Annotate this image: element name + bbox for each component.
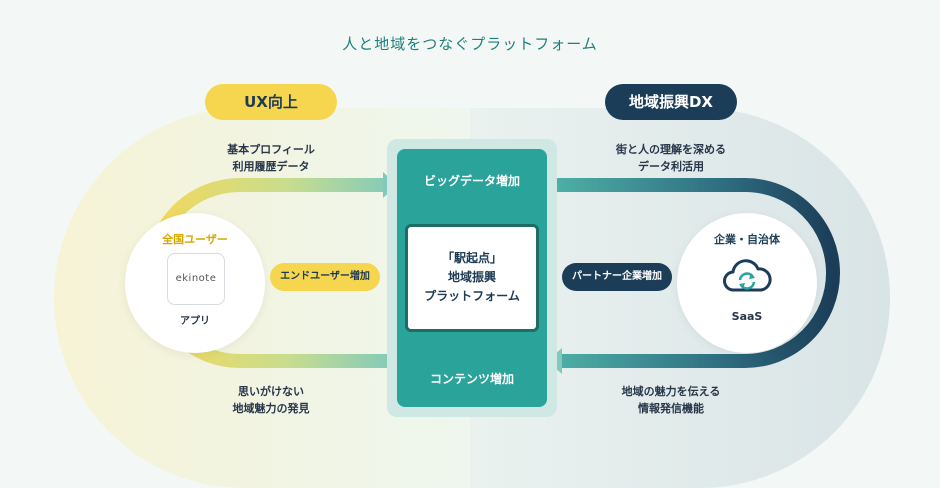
bottom-right-caption: 地域の魅力を伝える 情報発信機能 [596, 383, 746, 417]
partner-increase-tag: パートナー企業増加 [562, 263, 672, 291]
top-left-caption: 基本プロフィール 利用履歴データ [205, 141, 337, 175]
big-data-increase-label: ビッグデータ増加 [423, 174, 520, 188]
ekinote-app-logo: ekinote [167, 253, 225, 305]
end-user-increase-tag: エンドユーザー増加 [270, 263, 380, 291]
top-right-caption: 街と人の理解を深める データ利活用 [596, 141, 746, 175]
users-label: 全国ユーザー [162, 233, 228, 246]
cloud-sync-icon [721, 257, 773, 295]
caption-line: 思いがけない [238, 385, 304, 398]
platform-box: 「駅起点」 地域振興 プラットフォーム [405, 224, 539, 332]
caption-line: データ利活用 [638, 160, 704, 173]
caption-line: 基本プロフィール [227, 143, 315, 156]
app-caption: アプリ [180, 316, 210, 327]
page-title: 人と地域をつなぐプラットフォーム [342, 35, 598, 53]
bottom-left-caption: 思いがけない 地域魅力の発見 [205, 383, 337, 417]
partners-node: 企業・自治体 SaaS [677, 213, 817, 353]
ux-pill: UX向上 [205, 84, 337, 120]
dx-pill: 地域振興DX [605, 84, 737, 120]
caption-line: 街と人の理解を深める [616, 143, 726, 156]
caption-line: 地域魅力の発見 [232, 402, 310, 415]
saas-caption: SaaS [731, 310, 763, 323]
platform-line: プラットフォーム [424, 289, 520, 303]
platform-line: 地域振興 [447, 270, 496, 284]
platform-line: 「駅起点」 [441, 251, 502, 265]
caption-line: 利用履歴データ [232, 160, 310, 173]
caption-line: 地域の魅力を伝える [621, 385, 721, 398]
content-increase-label: コンテンツ増加 [429, 372, 514, 386]
right-loop-band [547, 178, 840, 368]
partners-label: 企業・自治体 [714, 233, 780, 246]
caption-line: 情報発信機能 [638, 402, 704, 415]
users-node: 全国ユーザー ekinote アプリ [125, 213, 265, 353]
